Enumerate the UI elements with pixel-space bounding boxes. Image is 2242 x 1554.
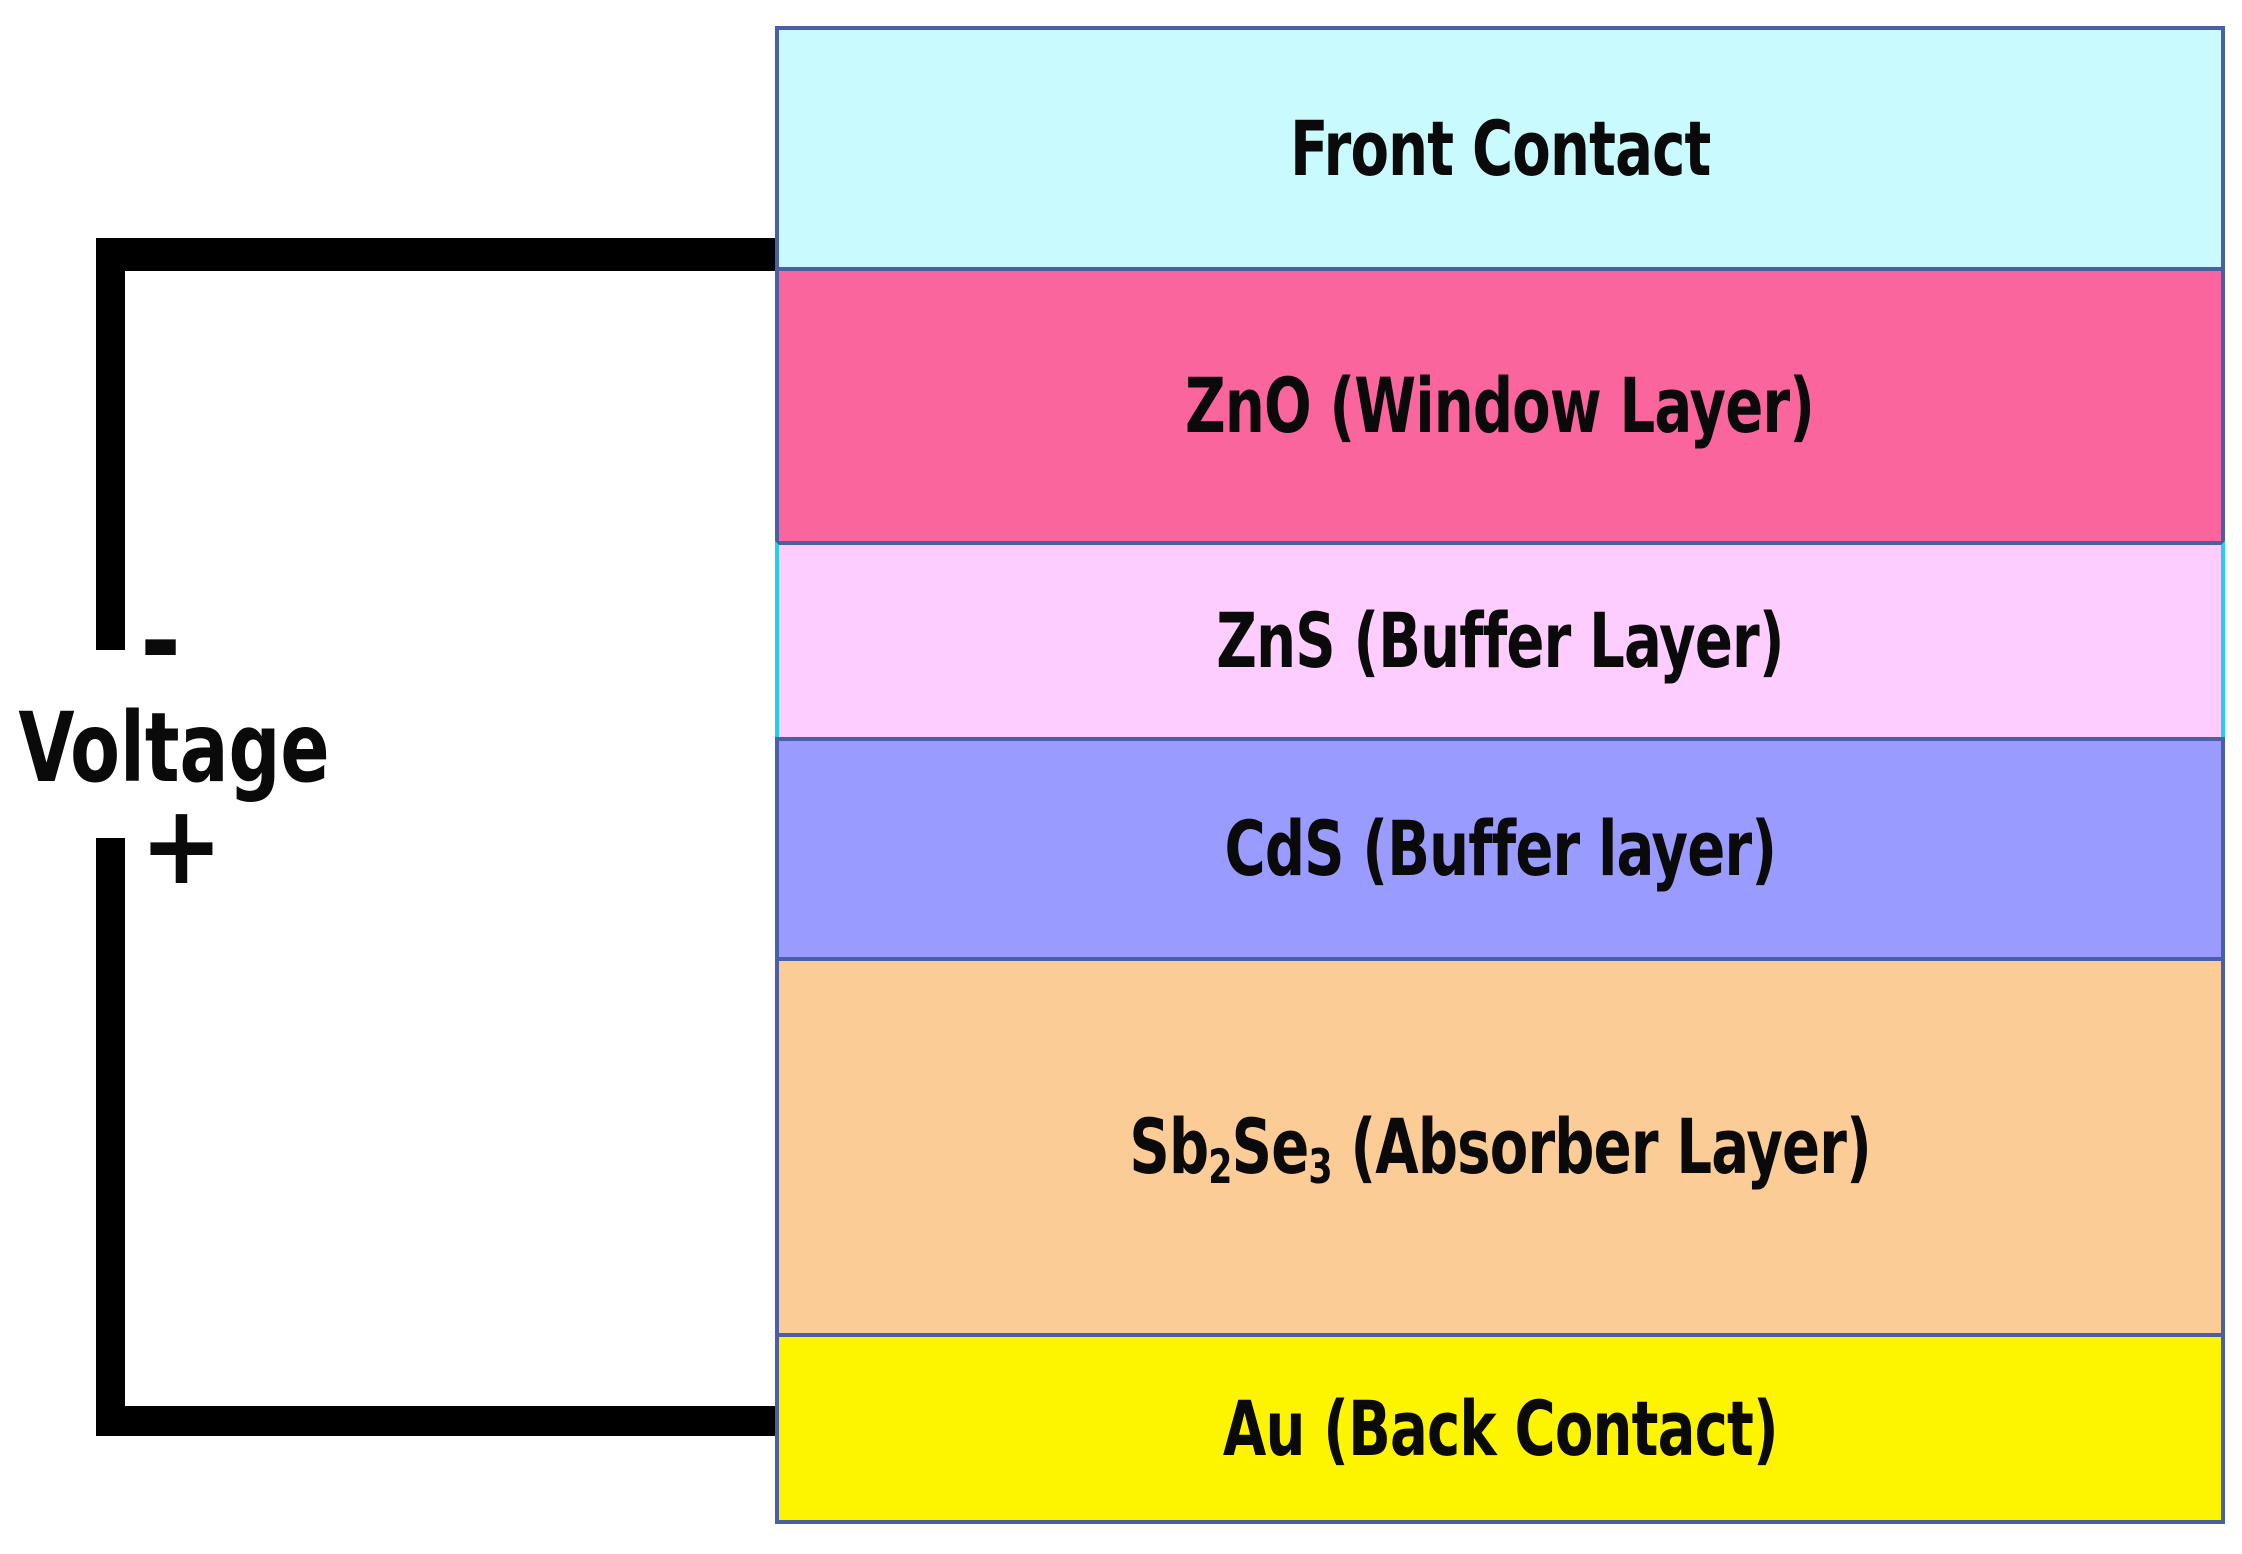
- wire-bottom-horizontal: [96, 1406, 780, 1436]
- voltage-source-label: Voltage: [18, 692, 330, 804]
- layer-zno-label: ZnO (Window Layer): [1185, 361, 1815, 450]
- layer-front-contact[interactable]: Front Contact: [775, 26, 2225, 271]
- layer-cds-label: CdS (Buffer layer): [1224, 804, 1776, 893]
- layer-sb2se3-label-suffix: (Absorber Layer): [1331, 1102, 1871, 1191]
- positive-terminal-sign: +: [140, 781, 223, 909]
- layer-sb2se3-absorber[interactable]: Sb2Se3 (Absorber Layer): [775, 957, 2225, 1337]
- layer-zns-label: ZnS (Buffer Layer): [1216, 596, 1784, 685]
- wire-left-lower: [96, 838, 125, 1436]
- layer-cds-buffer[interactable]: CdS (Buffer layer): [775, 737, 2225, 961]
- layer-zns-buffer[interactable]: ZnS (Buffer Layer): [775, 541, 2225, 741]
- negative-terminal-sign: -: [140, 577, 182, 705]
- layer-au-label: Au (Back Contact): [1222, 1383, 1779, 1473]
- layer-sb2se3-label-sub2: 3: [1308, 1140, 1332, 1196]
- wire-left-upper: [96, 238, 125, 650]
- layer-sb2se3-label-prefix: Sb: [1129, 1102, 1209, 1191]
- layer-au-back-contact[interactable]: Au (Back Contact): [775, 1333, 2225, 1524]
- layer-zno-window[interactable]: ZnO (Window Layer): [775, 267, 2225, 545]
- wire-top-horizontal: [96, 238, 780, 271]
- layer-sb2se3-label-mid: Se: [1231, 1102, 1309, 1191]
- solar-cell-layer-stack: Front Contact ZnO (Window Layer) ZnS (Bu…: [775, 26, 2225, 1530]
- layer-sb2se3-label-sub1: 2: [1208, 1140, 1232, 1196]
- layer-sb2se3-label: Sb2Se3 (Absorber Layer): [1129, 1109, 1871, 1192]
- layer-front-contact-label: Front Contact: [1289, 103, 1711, 193]
